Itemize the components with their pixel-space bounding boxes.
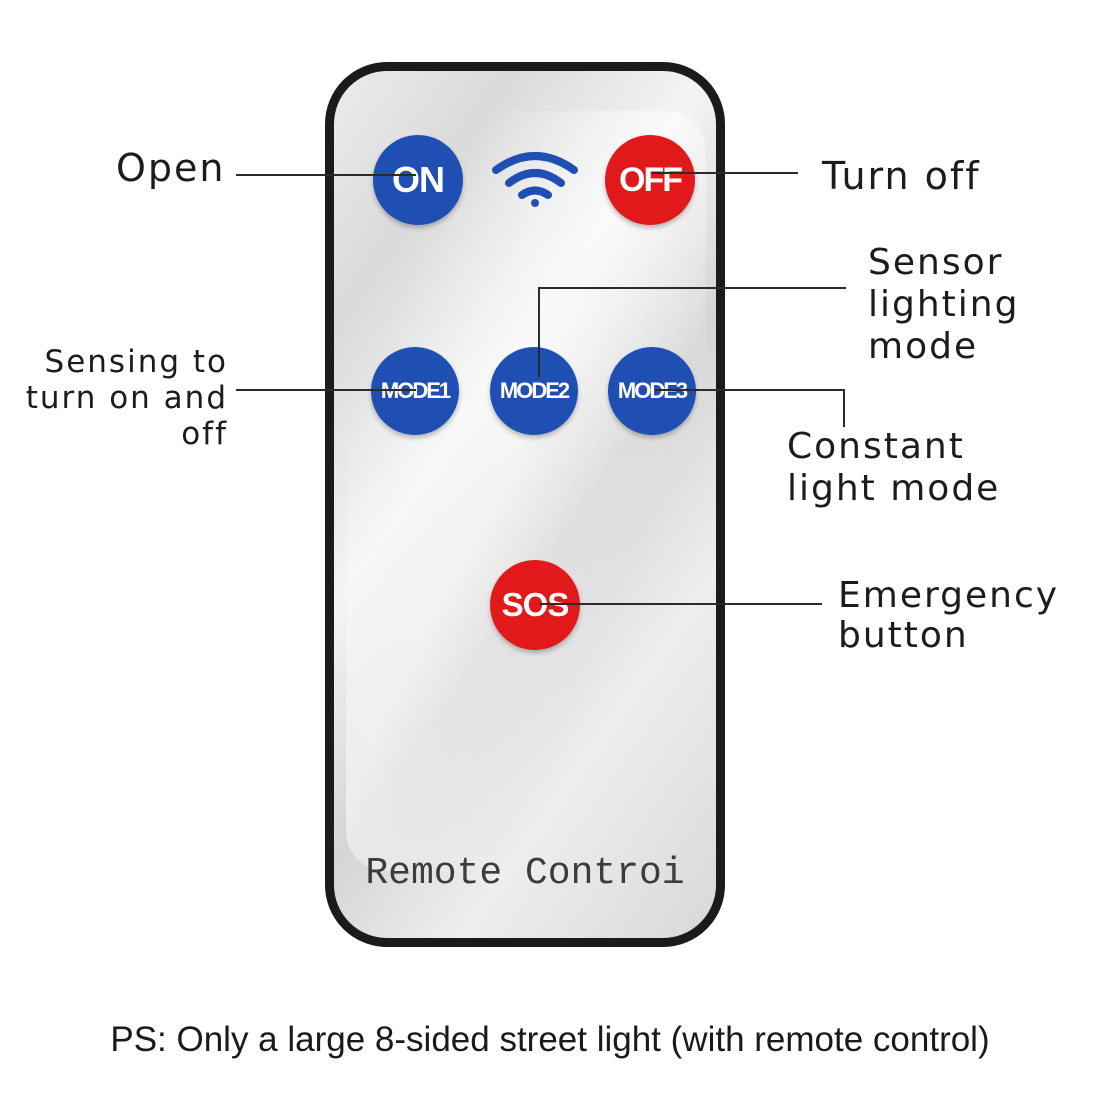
label-sensing-to-turn-on-and-off: Sensing to turn on and off <box>26 344 228 452</box>
label-line: Sensing to <box>44 344 228 380</box>
label-emergency-button: Emergency button <box>838 576 1059 656</box>
leader-line-open <box>236 174 416 176</box>
label-open: Open <box>116 146 226 190</box>
on-button[interactable]: ON <box>373 135 463 225</box>
off-button[interactable]: OFF <box>605 135 695 225</box>
label-line: Emergency <box>838 575 1060 616</box>
mode3-button[interactable]: MODE3 <box>608 347 696 435</box>
label-line: Constant <box>787 426 965 467</box>
mode2-button[interactable]: MODE2 <box>490 347 578 435</box>
label-constant-light-mode: Constant light mode <box>787 426 1000 510</box>
leader-line-turn-off <box>652 172 798 174</box>
label-line: button <box>838 615 969 656</box>
leader-line-constant-vertical <box>843 389 845 427</box>
label-line: Sensor <box>868 242 1004 283</box>
remote-glare <box>346 111 706 871</box>
label-line: turn on and <box>25 380 228 416</box>
label-turn-off: Turn off <box>822 154 981 198</box>
remote-label: Remote Controi <box>365 852 685 895</box>
mode1-button[interactable]: MODE1 <box>371 347 459 435</box>
leader-line-constant-horizontal <box>655 389 845 391</box>
footer-note: PS: Only a large 8-sided street light (w… <box>110 1020 990 1059</box>
label-line: light mode <box>787 468 1001 509</box>
label-line: lighting <box>868 284 1020 325</box>
label-sensor-lighting-mode: Sensor lighting mode <box>868 242 1019 368</box>
leader-line-emergency <box>540 603 822 605</box>
label-line: off <box>181 416 228 452</box>
label-line: mode <box>868 326 979 367</box>
leader-line-sensor-horizontal <box>538 287 846 289</box>
wifi-icon <box>492 152 578 207</box>
sos-button[interactable]: SOS <box>490 560 580 650</box>
leader-line-sensing <box>236 389 416 391</box>
leader-line-sensor-vertical <box>538 287 540 377</box>
